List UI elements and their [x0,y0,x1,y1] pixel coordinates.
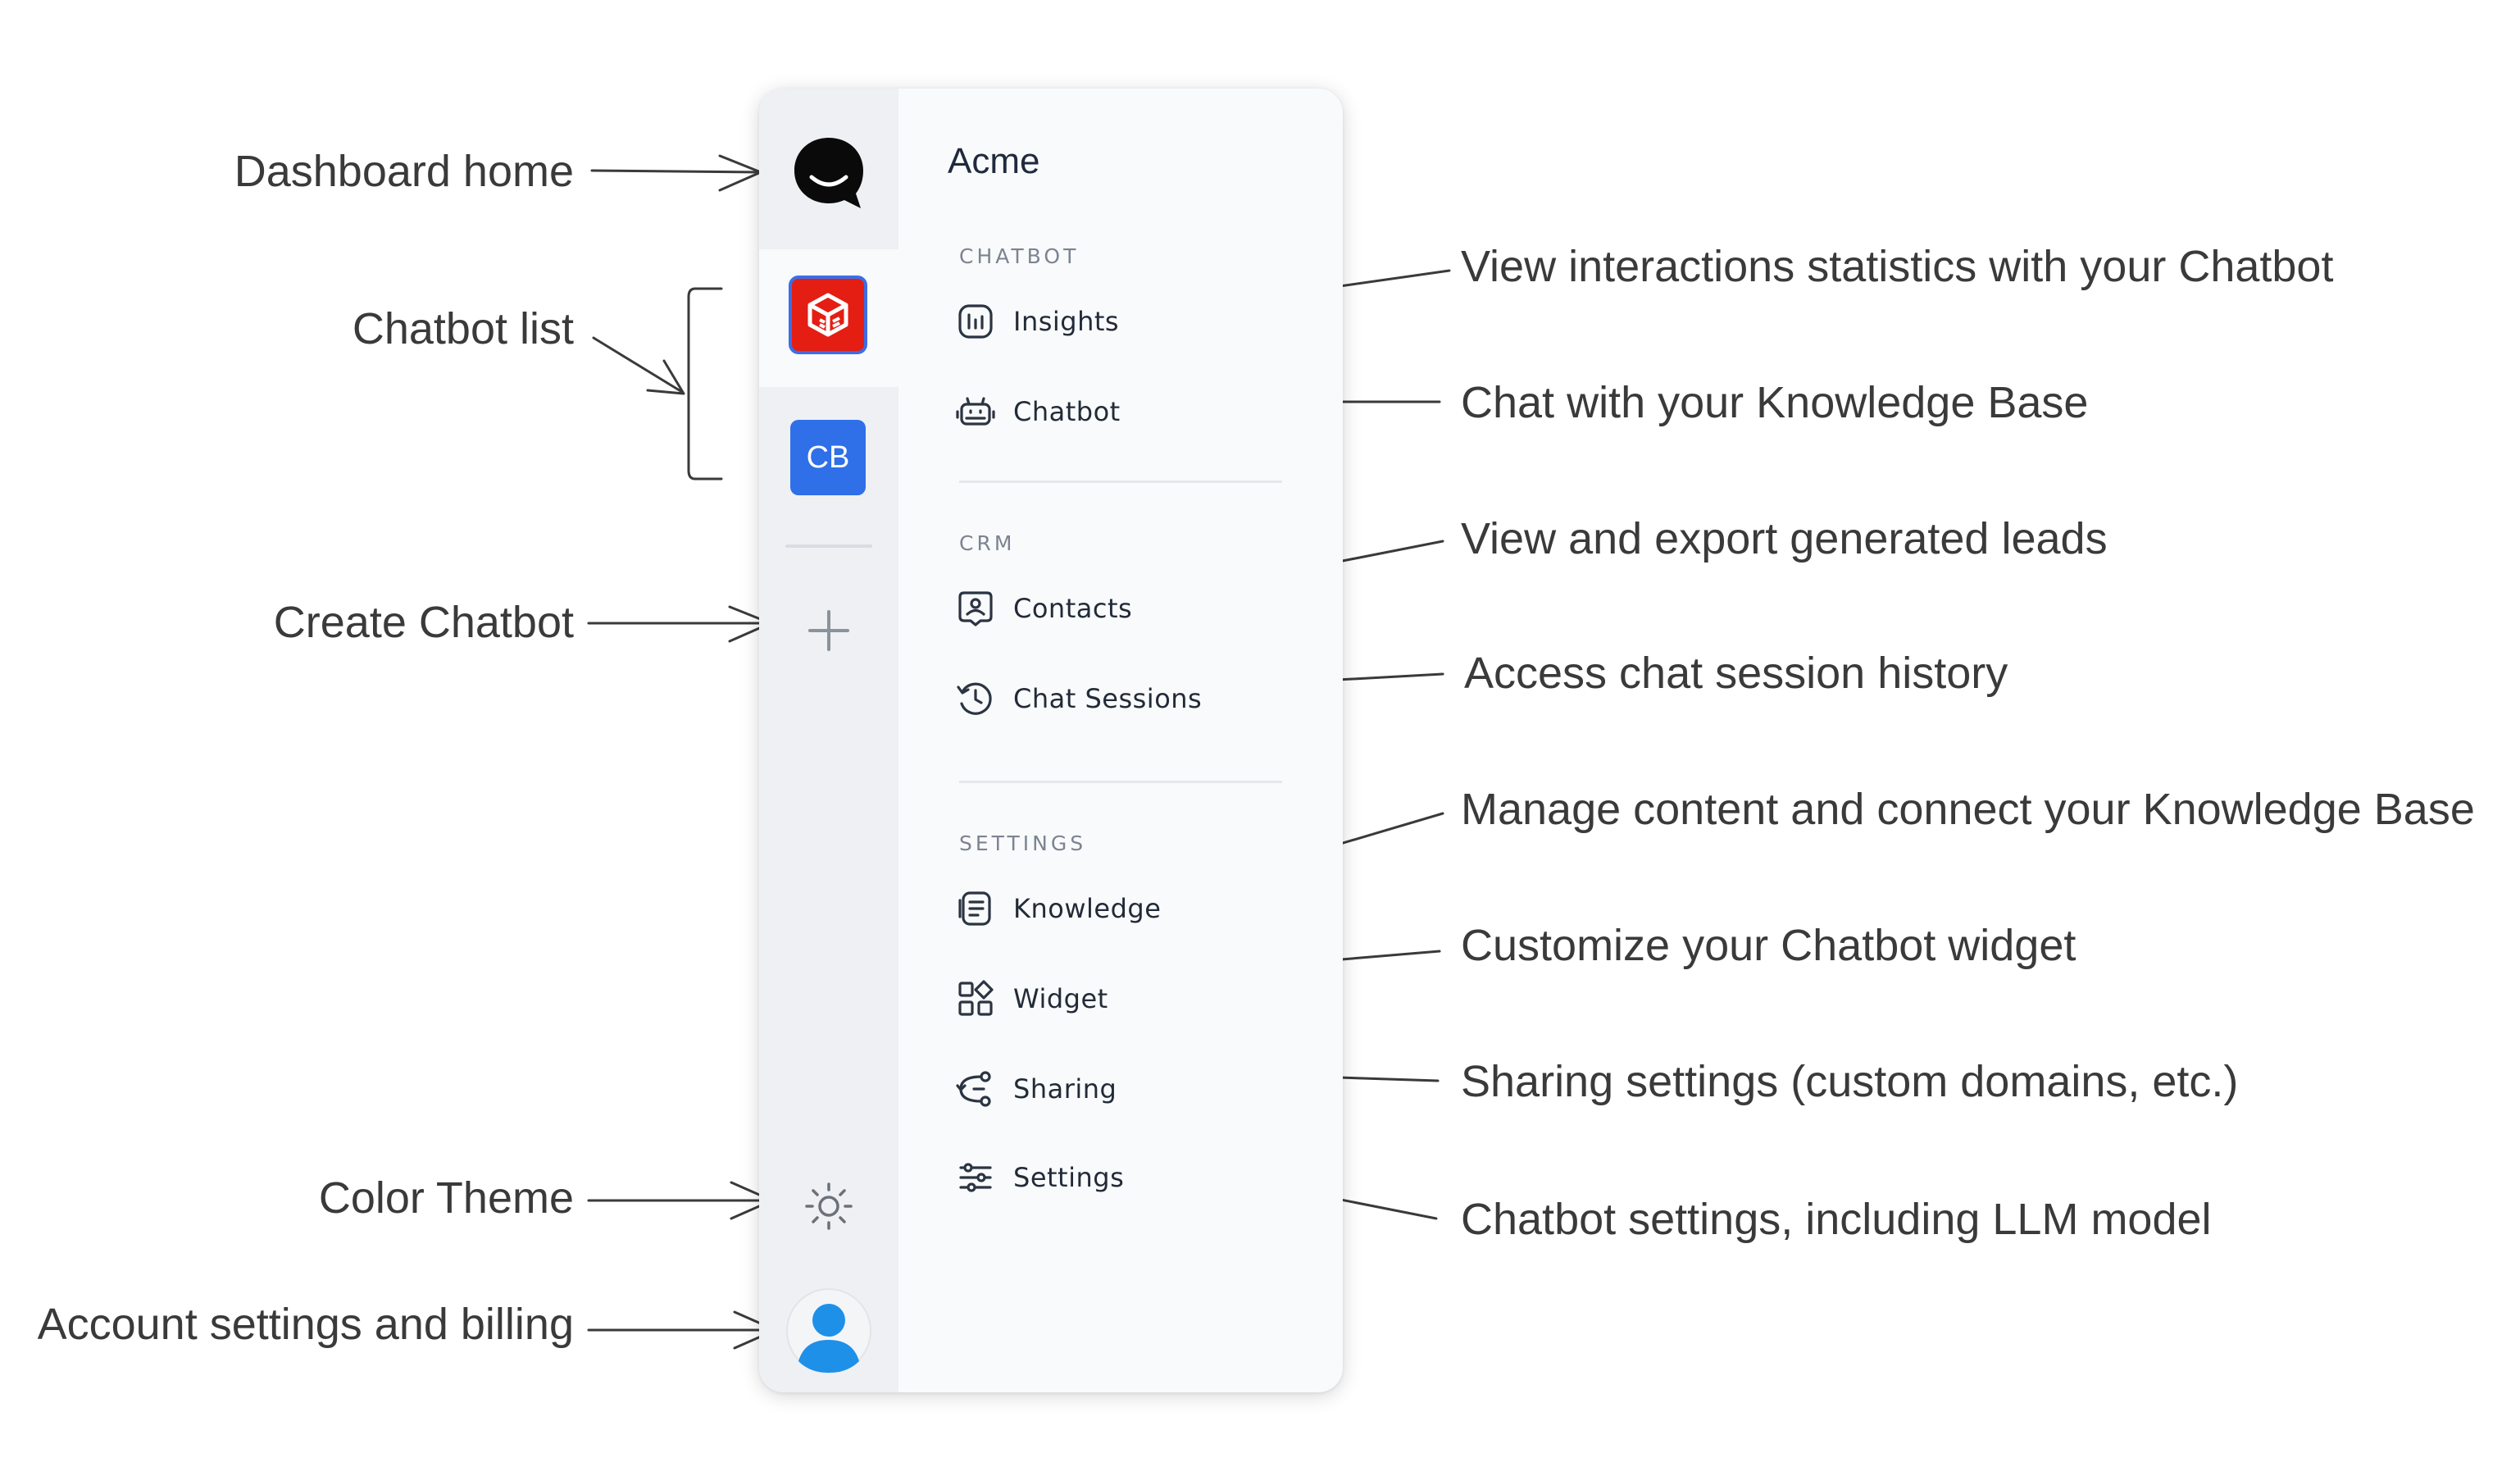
annotation-settings: Chatbot settings, including LLM model [1461,1195,2212,1244]
dashboard-logo-icon[interactable] [790,134,867,212]
rail-divider [785,544,872,548]
annotation-account-settings: Account settings and billing [37,1300,574,1349]
nav-label: Contacts [1013,593,1133,624]
nav-label: Chat Sessions [1013,683,1203,714]
plus-icon[interactable] [805,607,853,654]
sun-icon[interactable] [803,1181,854,1232]
nav-item-chatbot[interactable]: Chatbot [956,389,1121,435]
history-icon [957,682,992,715]
sliders-icon [959,1163,992,1192]
widget-grid-icon [958,980,994,1016]
nav-item-insights[interactable]: Insights [956,298,1119,344]
annotation-chat-sessions: Access chat session history [1464,649,2008,698]
document-icon [958,891,991,926]
annotation-dashboard-home: Dashboard home [234,147,574,196]
nav-label: Chatbot [1013,396,1121,427]
workspace-name: Acme [948,141,1040,181]
bar-chart-icon [958,304,993,339]
annotation-insights: View interactions statistics with your C… [1461,242,2334,291]
section-title-chatbot: CHATBOT [959,244,1080,268]
sidebar-panel: CB Acme CHATBOT Insights [759,89,1343,1392]
bot-item-active[interactable] [789,276,867,354]
contact-card-icon [958,591,993,626]
cube-logo-icon [807,293,848,337]
annotation-create-chatbot: Create Chatbot [273,598,574,647]
annotation-contacts: View and export generated leads [1461,514,2108,563]
annotation-knowledge: Manage content and connect your Knowledg… [1461,785,2475,834]
section-divider [959,481,1282,483]
section-title-crm: CRM [959,531,1016,555]
nav-label: Settings [1013,1162,1125,1193]
user-avatar-icon[interactable] [785,1287,872,1374]
nav-label: Sharing [1013,1073,1117,1105]
annotation-chatbot: Chat with your Knowledge Base [1461,378,2089,427]
section-divider [959,781,1282,783]
annotation-chatbot-list: Chatbot list [352,304,574,353]
nav-item-widget[interactable]: Widget [956,976,1108,1022]
nav-label: Knowledge [1013,893,1162,924]
nav-label: Insights [1013,306,1120,337]
nav-item-settings[interactable]: Settings [956,1155,1124,1200]
annotation-sharing: Sharing settings (custom domains, etc.) [1461,1057,2239,1106]
annotation-widget: Customize your Chatbot widget [1461,921,2076,970]
bot-item-cb[interactable]: CB [790,420,866,495]
nav-label: Widget [1013,983,1108,1014]
nav-item-contacts[interactable]: Contacts [956,585,1132,631]
section-title-settings: SETTINGS [959,831,1087,855]
share-nodes-icon [956,1071,991,1107]
icon-rail: CB [759,89,898,1392]
nav-item-chat-sessions[interactable]: Chat Sessions [956,676,1202,722]
nav-item-sharing[interactable]: Sharing [956,1066,1117,1112]
robot-icon [956,397,995,426]
annotation-color-theme: Color Theme [318,1173,574,1223]
nav-item-knowledge[interactable]: Knowledge [956,886,1161,932]
